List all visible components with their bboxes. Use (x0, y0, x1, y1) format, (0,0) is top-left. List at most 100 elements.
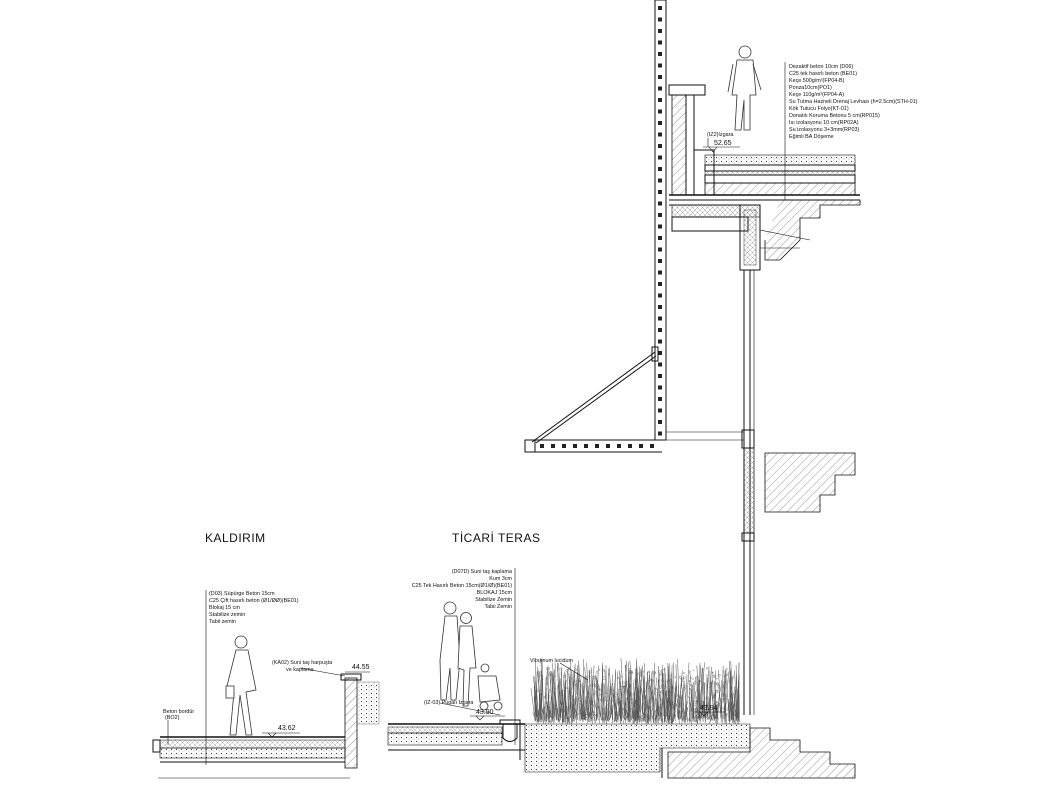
perforation (551, 444, 555, 448)
perforation (658, 339, 662, 344)
shrub-leaf (650, 708, 653, 711)
shrub-stroke (715, 703, 718, 720)
shrub-leaf (690, 700, 693, 703)
shrub-leaf (681, 680, 684, 683)
perforation (584, 444, 588, 448)
shrub-stroke (629, 660, 634, 717)
shrub-stroke (608, 709, 613, 722)
shrub-stroke (688, 703, 691, 724)
shrub-stroke (730, 672, 735, 724)
shrub-leaf (549, 713, 553, 717)
shrub-leaf (633, 704, 636, 707)
shrub-leaf (597, 683, 599, 686)
shrub-leaf (578, 680, 581, 683)
shrub-leaf (730, 711, 733, 714)
shrub-stroke (579, 702, 582, 722)
shrub-leaf (680, 696, 683, 699)
shrub-leaf (682, 676, 686, 679)
shrub-leaf (537, 673, 541, 677)
shrub-stroke (692, 704, 695, 720)
shrub-leaf (677, 715, 681, 719)
shrub-leaf (709, 692, 712, 695)
shrub-leaf (689, 688, 692, 690)
note-line: Blokaj 15 cm (209, 605, 240, 611)
shrub-leaf (610, 692, 612, 694)
shrub-leaf (680, 677, 684, 681)
shrub-leaf (650, 705, 654, 709)
shrub-leaf (721, 699, 724, 703)
shrub-leaf (574, 668, 578, 671)
shrub-leaf (635, 705, 639, 708)
shrub-stroke (701, 707, 705, 718)
shrub-stroke (596, 679, 600, 724)
shrub-stroke (568, 674, 573, 723)
perforation (658, 29, 662, 33)
shrub-leaf (673, 703, 677, 707)
shrub-stroke (610, 706, 613, 718)
shrub-stroke (658, 673, 661, 721)
shrub-leaf (619, 709, 622, 712)
shrub-leaf (690, 689, 693, 692)
shrub-leaf (602, 676, 606, 680)
shrub-stroke (575, 697, 580, 718)
shrub-leaf (628, 667, 631, 671)
shrub-leaf (674, 687, 677, 690)
shrub-leaf (674, 693, 678, 697)
shrub-stroke (561, 673, 566, 723)
shrub-leaf (595, 693, 598, 696)
shrub-leaf (655, 687, 657, 690)
note-line: Su Tutma Hazneli Drenaj Levhası (h=2.5cm… (789, 99, 918, 105)
shrub-stroke (728, 702, 732, 718)
shrub-leaf (559, 689, 562, 693)
shrub-leaf (646, 680, 650, 684)
shrub-stroke (552, 663, 557, 720)
note-line: C25 Tek Hasırlı Beton 15cm(Ø1/Ø)(BE01) (412, 583, 512, 589)
shrub-leaf (687, 718, 690, 721)
shrub-leaf (707, 703, 710, 706)
level-terrace: 43.90 (476, 709, 494, 716)
shrub-leaf (601, 685, 605, 689)
shrub-leaf (623, 708, 627, 712)
shrub-stroke (546, 703, 549, 719)
shrub-leaf (714, 682, 718, 686)
shrub-leaf (715, 715, 718, 717)
shrub-leaf (703, 704, 706, 707)
shrub-stroke (579, 706, 584, 722)
shrub-leaf (544, 693, 548, 697)
shrub-stroke (641, 663, 645, 723)
shrub-stroke (656, 701, 658, 723)
shrub-stroke (695, 679, 700, 722)
shrub-leaf (593, 693, 596, 696)
shrub-stroke (738, 692, 740, 723)
perforation (658, 201, 662, 206)
plant-label: Viburnum lucidum (530, 658, 574, 664)
perforation (658, 17, 662, 22)
shrub-stroke (559, 693, 564, 717)
shrub-stroke (628, 670, 633, 719)
note-line: Keçe 110g/m²(FP04-A) (789, 92, 844, 98)
note-line: Stabilize Zemin (475, 597, 512, 603)
shrub-leaf (671, 703, 674, 706)
floor-slab (666, 431, 856, 513)
note-line: (D03) Süpürge Beton 15cm (209, 591, 275, 597)
note-line: Tabii Zemin (484, 604, 512, 610)
shrub-leaf (690, 684, 693, 687)
shrub-stroke (532, 712, 537, 723)
perforation (650, 444, 654, 448)
shrub-stroke (699, 667, 703, 720)
perforation (658, 385, 662, 390)
shrub-leaf (593, 714, 596, 717)
shrub-stroke (717, 691, 720, 719)
shrub-stroke (619, 693, 622, 723)
shrub-leaf (668, 690, 671, 694)
shrub-leaf (554, 687, 557, 690)
shrub-stroke (725, 677, 730, 718)
shrub-stroke (683, 677, 688, 723)
shrub-leaf (579, 700, 582, 702)
shrub-stroke (586, 662, 590, 722)
shrub-leaf (668, 694, 671, 697)
shrub-leaf (642, 701, 646, 705)
shrub-leaf (669, 679, 672, 682)
shrub-stroke (644, 671, 649, 722)
shrub-leaf (655, 698, 658, 701)
